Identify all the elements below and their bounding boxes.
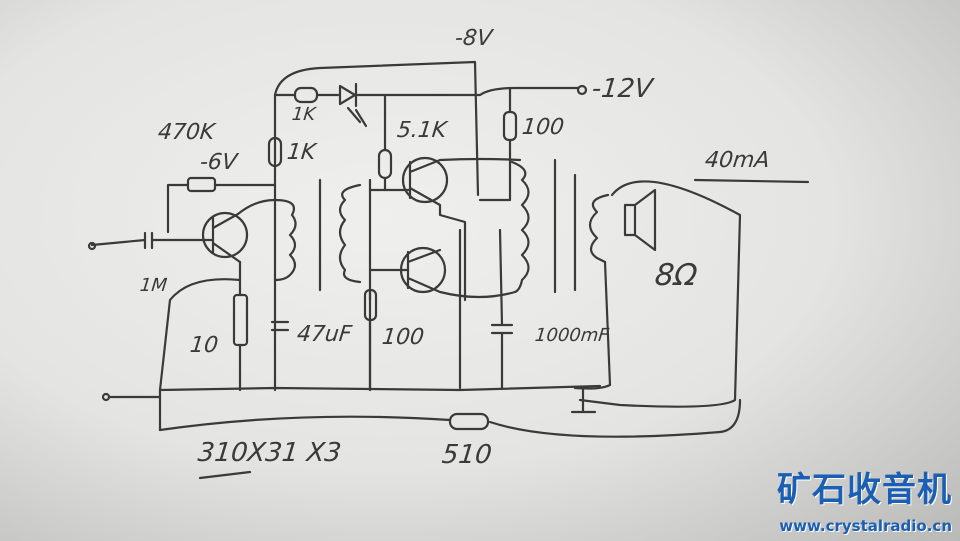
- label-decoupling-cap: 47uF: [295, 322, 353, 347]
- transistor-input: [201, 211, 249, 259]
- label-feedback-resistor: 510: [440, 440, 494, 470]
- wire-top-rail: [273, 60, 480, 197]
- resistor-510: [448, 412, 490, 431]
- label-led-resistor: 1K: [290, 104, 317, 125]
- resistor-100-driver: [363, 288, 378, 322]
- label-filter-cap: 1000mF: [533, 325, 610, 346]
- label-supply-resistor: 100: [520, 115, 566, 140]
- label-transformer-note: 310X31 X3: [196, 438, 343, 468]
- wire-supply-resistor: [478, 86, 512, 202]
- wire-emitter: [158, 260, 242, 432]
- watermark-logo: 矿石收音机: [777, 470, 952, 510]
- label-emitter-resistor: 10: [188, 333, 220, 358]
- transistor-output-top: [401, 156, 449, 204]
- wire-feedback: [158, 398, 742, 438]
- label-current: 40mA: [703, 148, 771, 173]
- capacitor-47uf: [270, 320, 290, 332]
- label-driver-resistor: 100: [380, 325, 426, 350]
- label-input-cap: 1M: [138, 275, 169, 296]
- resistor-1k: [267, 136, 283, 168]
- transformer-2: [510, 158, 610, 294]
- wire-ground: [158, 384, 602, 414]
- wire-speaker-return: [573, 260, 612, 390]
- label-speaker-impedance: 8Ω: [653, 258, 699, 293]
- capacitor-1000mf: [490, 228, 514, 390]
- wire-output-stage: [368, 157, 522, 302]
- supply-terminal: [576, 84, 588, 96]
- watermark-url: www.crystalradio.cn: [779, 517, 952, 535]
- resistor-5-1k: [377, 148, 393, 180]
- label-collector-voltage: -6V: [198, 150, 239, 175]
- label-base-resistor: 470K: [156, 120, 216, 145]
- input-terminal: [87, 241, 97, 251]
- resistor-10: [232, 293, 249, 347]
- resistor-470k: [186, 176, 217, 193]
- speaker: [578, 180, 742, 408]
- wire-supply-rail: [273, 86, 580, 97]
- label-supply-mid: -8V: [453, 26, 494, 51]
- label-driver-bias: 5.1K: [395, 118, 448, 143]
- led-diode: [338, 82, 368, 128]
- label-bias-resistor: 1K: [285, 140, 317, 165]
- label-supply-main: -12V: [590, 74, 654, 104]
- wire-base-bias: [166, 183, 277, 234]
- wire-input-stage: [90, 198, 277, 264]
- resistor-100-supply: [502, 110, 518, 142]
- underline-marks: [198, 178, 810, 480]
- transformer-1: [273, 178, 372, 392]
- resistor-led-1k: [293, 86, 319, 104]
